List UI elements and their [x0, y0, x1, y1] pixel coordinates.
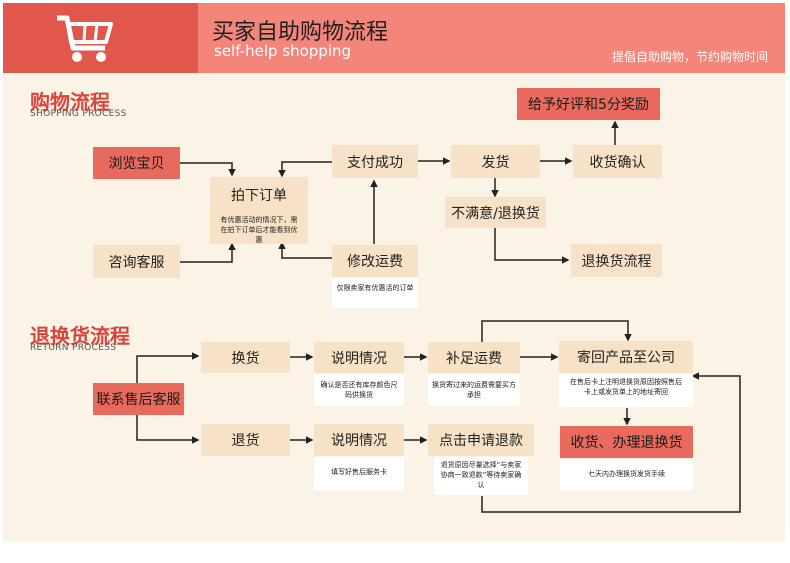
consult-service-box: 咨询客服 — [93, 245, 180, 278]
explain-return-note: 填写好售后服务卡 — [314, 457, 404, 490]
explain-return-box: 说明情况 — [314, 424, 404, 456]
header-tagline: 提倡自助购物，节约购物时间 — [611, 50, 768, 64]
shopping-section-subtitle: SHOPPING PROCESS — [30, 109, 127, 119]
header-notch — [160, 3, 198, 73]
page-subtitle: self-help shopping — [214, 42, 352, 60]
pay-success-box: 支付成功 — [332, 145, 418, 178]
refund-return-box: 退货 — [201, 424, 290, 456]
apply-refund-note: 退货原因尽量选择“与卖家协商一致退款”等待卖家确认 — [434, 457, 528, 495]
apply-refund-box: 点击申请退款 — [428, 424, 534, 456]
dissatisfied-box: 不满意/退换货 — [445, 197, 546, 228]
browse-items-box: 浏览宝贝 — [93, 147, 180, 179]
receive-process-note: 七天内办理换货发货手续 — [560, 459, 693, 490]
return-section-subtitle: RETURN PROCESS — [30, 343, 117, 353]
page-title: 买家自助购物流程 — [212, 20, 389, 45]
place-order-label: 拍下订单 — [231, 188, 287, 204]
add-shipping-box: 补足运费 — [428, 342, 520, 373]
explain-exchange-note: 确认是否还有库存颜色尺码供换货 — [314, 374, 404, 406]
send-back-note: 在售后卡上注明退换货原因按照售后卡上或发货单上的地址寄回 — [559, 374, 693, 407]
send-back-box: 寄回产品至公司 — [559, 341, 693, 373]
modify-shipping-box: 修改运费 — [332, 245, 418, 277]
shopping-cart-icon — [57, 15, 113, 62]
header-banner — [160, 3, 785, 73]
receive-process-box: 收货、办理退换货 — [560, 426, 693, 458]
review-reward-box: 给予好评和5分奖励 — [517, 88, 660, 120]
return-process-box: 退换货流程 — [571, 244, 662, 277]
confirm-receipt-box: 收货确认 — [573, 145, 662, 178]
place-order-note: 有优惠活动的情况下，需在拍下订单后才能看到优惠 — [220, 216, 298, 244]
explain-exchange-box: 说明情况 — [314, 342, 404, 373]
return-section-title: 退换货流程 — [30, 324, 130, 348]
exchange-box: 换货 — [201, 342, 290, 373]
ship-box: 发货 — [451, 145, 540, 178]
modify-shipping-note: 仅限卖家有优惠活的订单 — [332, 278, 418, 308]
contact-aftersales-box: 联系售后客服 — [93, 383, 184, 415]
place-order-box: 拍下订单 有优惠活动的情况下，需在拍下订单后才能看到优惠 — [210, 177, 308, 244]
shopping-section-title: 购物流程 — [30, 90, 110, 114]
add-shipping-note: 换货寄过来的运费需要买方承担 — [428, 374, 520, 406]
